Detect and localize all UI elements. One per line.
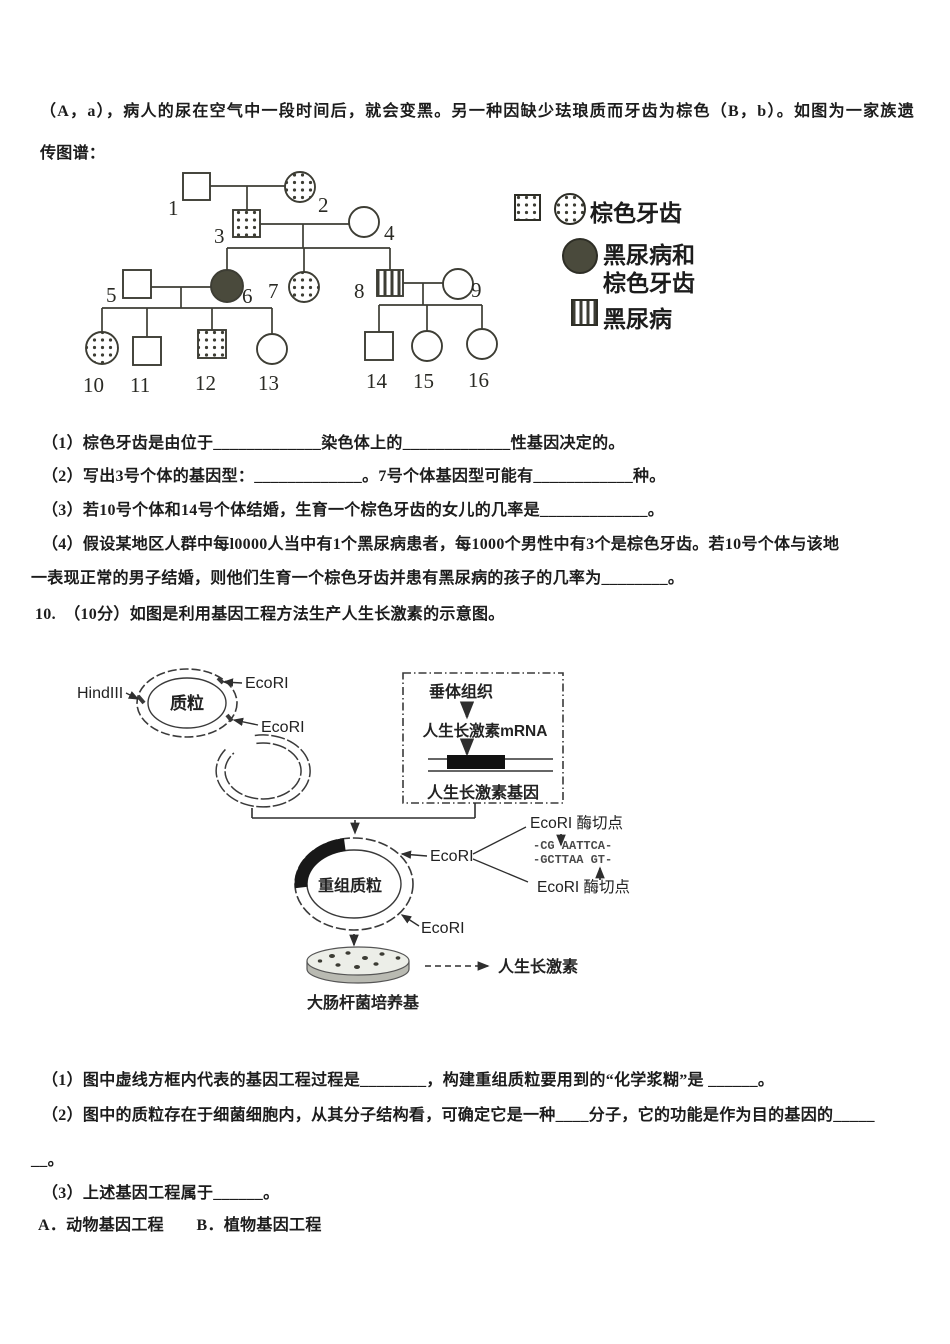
sequence-bottom: -GCTTAA GT- xyxy=(533,853,612,867)
hormone-product-label: 人生长激素 xyxy=(498,957,578,976)
pedigree-individual-7: 7 xyxy=(268,271,320,303)
legend-item-both-diseases: 黑尿病和 棕色牙齿 xyxy=(562,238,695,296)
ecori-label-mid: EcoRI xyxy=(430,848,474,865)
svg-text:13: 13 xyxy=(258,371,279,395)
q9-blank-question-2: （2）写出3号个体的基因型：_____________。7号个体基因型可能有__… xyxy=(42,468,666,485)
bacterial-colonies xyxy=(317,951,401,969)
svg-text:6: 6 xyxy=(242,284,253,308)
svg-text:11: 11 xyxy=(130,373,150,397)
sequence-top: -CG AATTCA- xyxy=(533,839,612,853)
brown-teeth-square-symbol xyxy=(514,194,541,221)
pedigree-individual-3: 3 xyxy=(214,209,261,248)
pituitary-label: 垂体组织 xyxy=(429,682,493,701)
gene-engineering-diagram: 质粒 HindIII EcoRI EcoRI 垂体组织 人生长激素mRNA 人生… xyxy=(77,668,630,1012)
pedigree-individual-10: 10 xyxy=(83,331,119,397)
pedigree-lines xyxy=(101,185,483,337)
pedigree-individual-16: 16 xyxy=(466,328,498,392)
medium-label: 大肠杆菌培养基 xyxy=(307,993,420,1012)
junction-connector xyxy=(251,803,476,835)
q10-blank-question-2-line1: （2）图中的质粒存在于细菌细胞内，从其分子结构看，可确定它是一种____分子，它… xyxy=(42,1107,875,1124)
pedigree-individual-5: 5 xyxy=(106,269,152,307)
svg-text:黑尿病: 黑尿病 xyxy=(603,306,672,332)
legend-item-black-urine: 黑尿病 xyxy=(571,299,672,332)
recombinant-plasmid: 重组质粒 xyxy=(294,837,414,931)
q10-blank-question-2-line2: __。 xyxy=(31,1152,64,1169)
hindiii-label: HindIII xyxy=(77,685,123,702)
pedigree-legend: 棕色牙齿 黑尿病和 棕色牙齿 黑尿病 xyxy=(514,193,695,332)
svg-text:1: 1 xyxy=(168,196,179,220)
pedigree-individual-9: 9 xyxy=(442,268,482,302)
ecori-cut-site-annotation: EcoRI 酶切点 -CG AATTCA- -GCTTAA GT- EcoRI … xyxy=(530,814,630,896)
q9-blank-question-4-line2: 一表现正常的男子结婚，则他们生育一个棕色牙齿并患有黑尿病的孩子的几率为_____… xyxy=(31,570,685,587)
intro-line-1: （A，a），病人的尿在空气中一段时间后，就会变黑。另一种因缺少珐琅质而牙齿为棕色… xyxy=(40,103,914,120)
svg-text:8: 8 xyxy=(354,279,365,303)
gene-segment xyxy=(447,755,505,769)
pedigree-individual-14: 14 xyxy=(364,331,394,393)
pedigree-individual-8: 8 xyxy=(354,269,404,303)
svg-text:16: 16 xyxy=(468,368,489,392)
svg-text:3: 3 xyxy=(214,224,225,248)
recombinant-plasmid-label: 重组质粒 xyxy=(318,876,382,895)
ecori-label-right: EcoRI xyxy=(261,719,305,736)
svg-text:5: 5 xyxy=(106,283,117,307)
pedigree-chart: 1 2 3 4 5 6 7 xyxy=(83,171,695,397)
svg-text:14: 14 xyxy=(366,369,388,393)
brown-teeth-circle-symbol xyxy=(554,193,586,225)
svg-text:15: 15 xyxy=(413,369,434,393)
legend-item-brown-teeth: 棕色牙齿 xyxy=(514,193,682,226)
cut-site-label-top: EcoRI 酶切点 xyxy=(530,814,623,832)
plasmid: 质粒 xyxy=(136,668,238,738)
svg-text:7: 7 xyxy=(268,279,279,303)
pedigree-individual-1: 1 xyxy=(168,172,211,220)
dish-surface xyxy=(306,946,410,976)
plasmid-label: 质粒 xyxy=(170,693,204,713)
cut-plasmid xyxy=(215,734,311,808)
q10-blank-question-1: （1）图中虚线方框内代表的基因工程过程是________，构建重组质粒要用到的“… xyxy=(42,1072,775,1089)
q10-options: A．动物基因工程 B．植物基因工程 xyxy=(38,1217,322,1234)
pedigree-individual-2: 2 xyxy=(284,171,329,217)
q9-blank-question-3: （3）若10号个体和14号个体结婚，生育一个棕色牙齿的女儿的几率是_______… xyxy=(42,502,665,519)
pedigree-individual-11: 11 xyxy=(130,336,162,397)
svg-text:棕色牙齿: 棕色牙齿 xyxy=(603,270,695,296)
q9-blank-question-1: （1）棕色牙齿是由位于_____________染色体上的___________… xyxy=(42,435,625,452)
svg-text:棕色牙齿: 棕色牙齿 xyxy=(590,200,682,226)
q10-blank-question-3: （3）上述基因工程属于______。 xyxy=(42,1185,280,1202)
svg-text:12: 12 xyxy=(195,371,216,395)
enzyme-labels: HindIII EcoRI EcoRI xyxy=(77,675,305,736)
petri-dish: 大肠杆菌培养基 人生长激素 xyxy=(306,934,578,1012)
svg-text:9: 9 xyxy=(471,278,482,302)
pedigree-individual-12: 12 xyxy=(195,329,227,395)
pedigree-individual-6: 6 xyxy=(210,269,253,308)
svg-text:10: 10 xyxy=(83,373,104,397)
mrna-label: 人生长激素mRNA xyxy=(423,721,548,740)
ecori-label-bottom: EcoRI xyxy=(421,920,465,937)
cut-site-label-bottom: EcoRI 酶切点 xyxy=(537,878,630,896)
ecori-label-top: EcoRI xyxy=(245,675,289,692)
recombinant-enzyme-labels: EcoRI EcoRI xyxy=(400,826,529,937)
growth-hormone-gene-label: 人生长激素基因 xyxy=(427,783,539,802)
q10-heading: 10. （10分）如图是利用基因工程方法生产人生长激素的示意图。 xyxy=(35,606,505,623)
pedigree-individual-13: 13 xyxy=(256,333,288,395)
intro-line-2: 传图谱： xyxy=(40,145,106,162)
inserted-gene-arc xyxy=(294,838,346,889)
black-urine-symbol xyxy=(571,299,598,326)
pituitary-process-box: 垂体组织 人生长激素mRNA 人生长激素基因 xyxy=(402,672,564,804)
pedigree-individual-15: 15 xyxy=(411,330,443,393)
svg-text:4: 4 xyxy=(384,221,395,245)
pedigree-individual-4: 4 xyxy=(348,206,395,245)
svg-text:2: 2 xyxy=(318,193,329,217)
both-diseases-symbol xyxy=(562,238,598,274)
q9-blank-question-4-line1: （4）假设某地区人群中每l0000人当中有1个黑尿病患者，每1000个男性中有3… xyxy=(42,536,840,553)
svg-text:黑尿病和: 黑尿病和 xyxy=(603,242,695,268)
